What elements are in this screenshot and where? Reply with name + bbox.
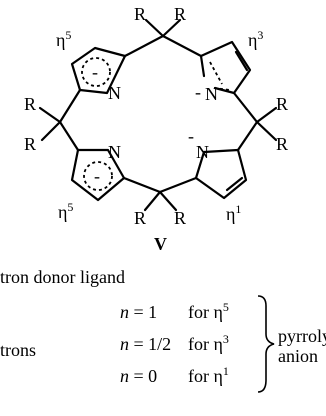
r-right-upper: R: [276, 94, 288, 114]
compound-label: V: [154, 234, 167, 254]
delocalization-top-right-2: [213, 87, 231, 91]
ring-top-right: [199, 40, 252, 95]
bond-top-r-left: [144, 18, 165, 38]
ring-charge-bottom-left: -: [94, 166, 100, 186]
r-bottom-right: R: [174, 208, 186, 228]
group-label-line2: anion: [278, 346, 318, 366]
bond-bottom-r-right: [158, 190, 178, 212]
atom-labels: R R R R R R R R N N - N N -: [24, 4, 288, 228]
delocalization-ring-top-left: [81, 57, 111, 87]
bond-right-meso-lower: [236, 120, 259, 152]
bond-right-meso-upper: [232, 91, 259, 124]
caption-trons: trons: [0, 340, 36, 360]
eta-top-left: η5: [56, 28, 71, 50]
nitrogen-bottom-left: N: [108, 142, 121, 162]
group-brace: [257, 295, 275, 393]
bond-top-r-right: [161, 18, 182, 38]
ring-top-right-close: [199, 54, 206, 78]
eta-bottom-right: η1: [226, 202, 241, 224]
bond-left-meso-lower: [58, 120, 80, 152]
eta-top-right: η3: [248, 28, 263, 50]
r-left-lower: R: [24, 134, 36, 154]
bond-right-r-lower: [255, 120, 278, 142]
bond-bottom-left-pyrrole: [122, 176, 162, 194]
r-top-right: R: [174, 4, 186, 24]
bond-left-r-lower: [40, 120, 62, 142]
bond-bottom-right-pyrrole: [158, 176, 198, 194]
r-bottom-left: R: [134, 208, 146, 228]
ring-bottom-right: [194, 148, 248, 200]
bond-bottom-r-left: [143, 190, 162, 212]
bond-top-left-pyrrole: [123, 34, 165, 58]
nitrogen-bottom-right: N: [196, 142, 209, 162]
ring-charge-top-left: -: [92, 62, 98, 82]
caption-line1: tron donor ligand: [0, 267, 125, 287]
delocalization-ring-bottom-left: [83, 161, 113, 191]
hapticity-labels: η5 η3 η5 η1: [56, 28, 263, 224]
eta-bottom-left: η5: [58, 200, 73, 222]
r-left-upper: R: [24, 94, 36, 114]
delocalization-top-right: [209, 61, 223, 85]
charge-top-right: -: [195, 82, 201, 102]
bond-right-r-upper: [255, 106, 278, 124]
delocalization: [81, 57, 231, 191]
r-right-lower: R: [276, 134, 288, 154]
r-top-left: R: [134, 4, 146, 24]
bond-left-r-upper: [38, 106, 62, 124]
bond-left-meso-upper: [58, 88, 82, 124]
nitrogen-top-left: N: [108, 83, 121, 103]
charge-bottom-right: -: [188, 126, 194, 146]
group-label-line1: pyrrolyl: [278, 326, 326, 346]
molecule-skeleton: [38, 18, 278, 212]
ring-top-right-double: [234, 50, 249, 72]
ring-top-left: [70, 46, 127, 95]
ring-bottom-left: [70, 148, 126, 202]
ring-bottom-right-double: [225, 176, 244, 192]
bond-top-right-pyrrole: [161, 34, 203, 58]
nitrogen-top-right: N: [205, 84, 218, 104]
